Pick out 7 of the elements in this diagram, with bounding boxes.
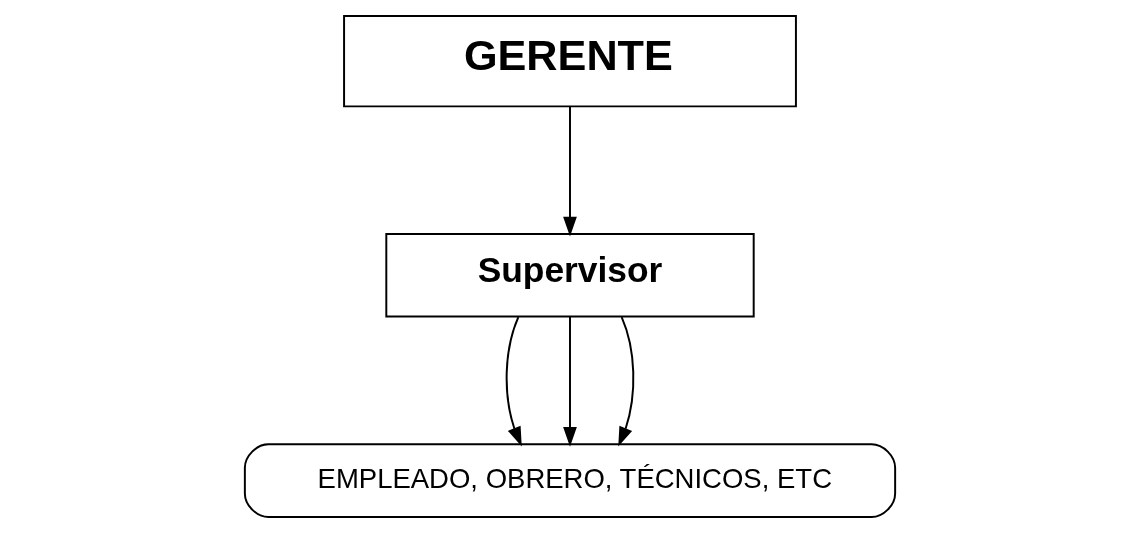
arrow xyxy=(618,316,635,447)
node-box: GERENTE xyxy=(343,15,797,108)
arrow xyxy=(505,316,522,447)
arrow xyxy=(563,105,577,237)
arrow xyxy=(563,316,577,447)
node-box: EMPLEADO, OBRERO, TÉCNICOS, ETC xyxy=(243,443,897,518)
node-box: Supervisor xyxy=(385,233,755,318)
